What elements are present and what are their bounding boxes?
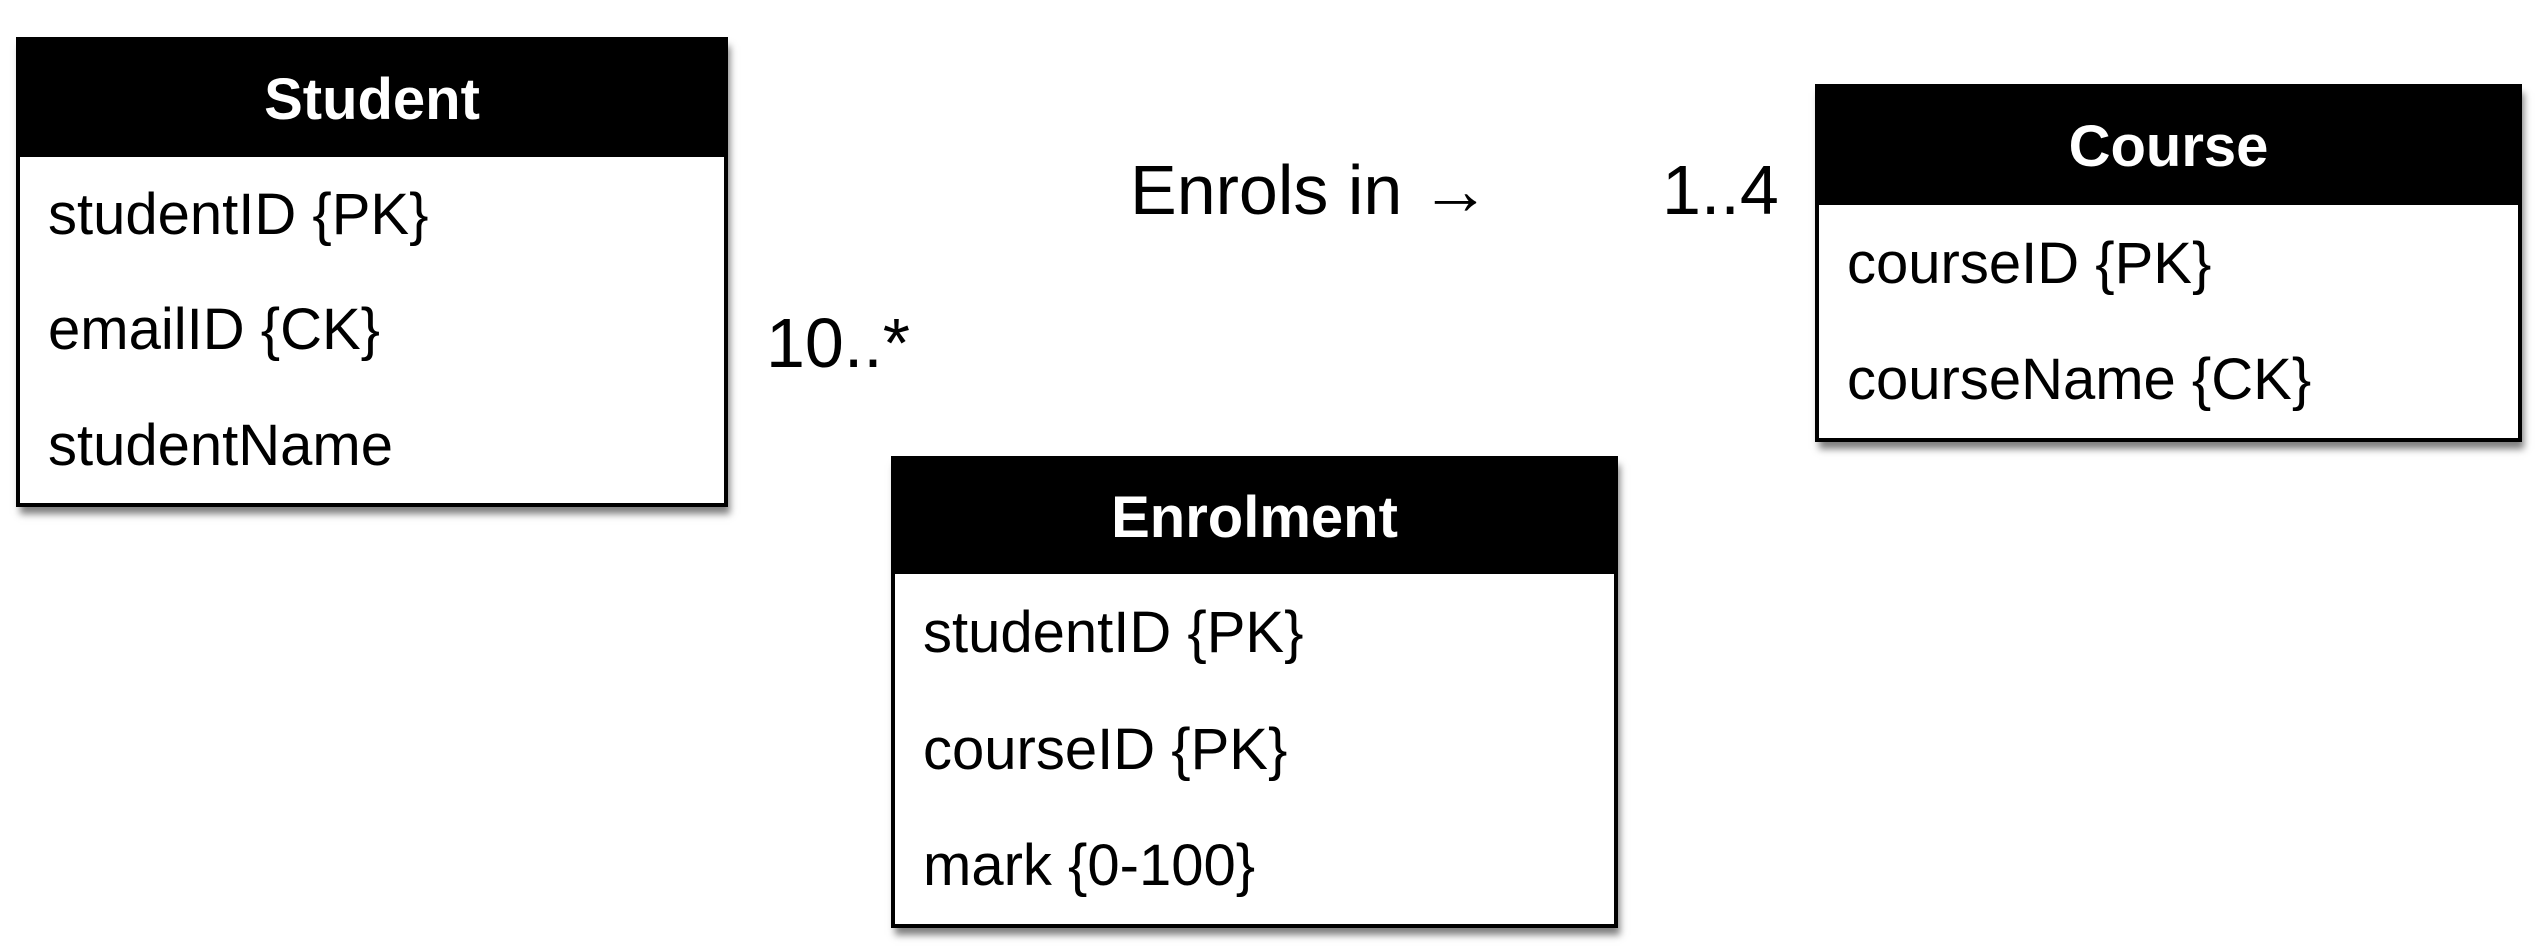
entity-course: Course courseID {PK} courseName {CK} bbox=[1815, 84, 2522, 442]
attribute-row: courseID {PK} bbox=[1847, 230, 2212, 296]
right-arrow-icon: → bbox=[1420, 151, 1491, 229]
entity-student-attributes: studentID {PK} emailID {CK} studentName bbox=[20, 157, 724, 503]
entity-enrolment-title: Enrolment bbox=[895, 460, 1614, 574]
attribute-row: emailID {CK} bbox=[48, 297, 381, 363]
multiplicity-student: 10..* bbox=[766, 304, 910, 382]
entity-enrolment: Enrolment studentID {PK} courseID {PK} m… bbox=[891, 456, 1618, 928]
relationship-label: Enrols in → bbox=[1130, 155, 1490, 225]
entity-student: Student studentID {PK} emailID {CK} stud… bbox=[16, 37, 728, 507]
attribute-row: mark {0-100} bbox=[923, 833, 1256, 899]
multiplicity-course: 1..4 bbox=[1662, 151, 1779, 229]
entity-student-title: Student bbox=[20, 41, 724, 157]
attribute-row: courseName {CK} bbox=[1847, 347, 2312, 413]
attribute-row: studentName bbox=[48, 412, 393, 478]
attribute-row: studentID {PK} bbox=[48, 182, 429, 248]
entity-enrolment-attributes: studentID {PK} courseID {PK} mark {0-100… bbox=[895, 574, 1614, 924]
entity-course-attributes: courseID {PK} courseName {CK} bbox=[1819, 205, 2518, 438]
entity-course-title: Course bbox=[1819, 88, 2518, 205]
attribute-row: studentID {PK} bbox=[923, 599, 1304, 665]
relationship-label-text: Enrols in bbox=[1130, 151, 1403, 229]
attribute-row: courseID {PK} bbox=[923, 716, 1288, 782]
